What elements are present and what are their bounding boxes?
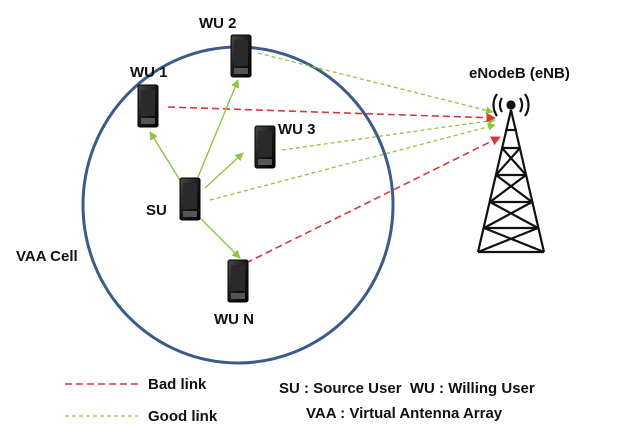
good-link-su-enb xyxy=(209,123,496,201)
label-wu3: WU 3 xyxy=(278,121,316,138)
good-link-wu2-enb xyxy=(257,52,494,115)
enb-tower-icon xyxy=(476,93,546,254)
phone-su xyxy=(179,177,201,221)
link-su-wu2 xyxy=(197,79,240,178)
label-wun: WU N xyxy=(214,311,254,328)
good-link-wu3-enb xyxy=(281,117,496,151)
su-links xyxy=(149,79,244,259)
phone-wu1 xyxy=(137,84,159,128)
link-su-wu1 xyxy=(149,131,184,186)
label-wu2: WU 2 xyxy=(199,15,237,32)
label-vaa-cell: VAA Cell xyxy=(16,248,78,265)
bad-links-to-enb xyxy=(167,106,501,264)
phone-wun xyxy=(227,259,249,303)
legend-abbreviations-line1: SU : Source User WU : Willing User xyxy=(279,380,535,397)
legend: Bad link Good link SU : Source User WU :… xyxy=(65,376,535,425)
label-su: SU xyxy=(146,202,167,219)
bad-link-wun-enb xyxy=(245,136,501,264)
legend-good-link-label: Good link xyxy=(148,408,218,425)
phone-wu2 xyxy=(230,34,252,78)
legend-bad-link-label: Bad link xyxy=(148,376,207,393)
good-links-to-enb xyxy=(209,52,496,201)
label-wu1: WU 1 xyxy=(130,64,168,81)
link-su-wu3 xyxy=(204,152,244,189)
phone-wu3 xyxy=(254,125,276,169)
label-enb: eNodeB (eNB) xyxy=(469,65,570,82)
bad-link-wu1-enb xyxy=(167,106,496,123)
link-su-wun xyxy=(199,217,241,259)
legend-abbreviations-line2: VAA : Virtual Antenna Array xyxy=(306,405,503,422)
